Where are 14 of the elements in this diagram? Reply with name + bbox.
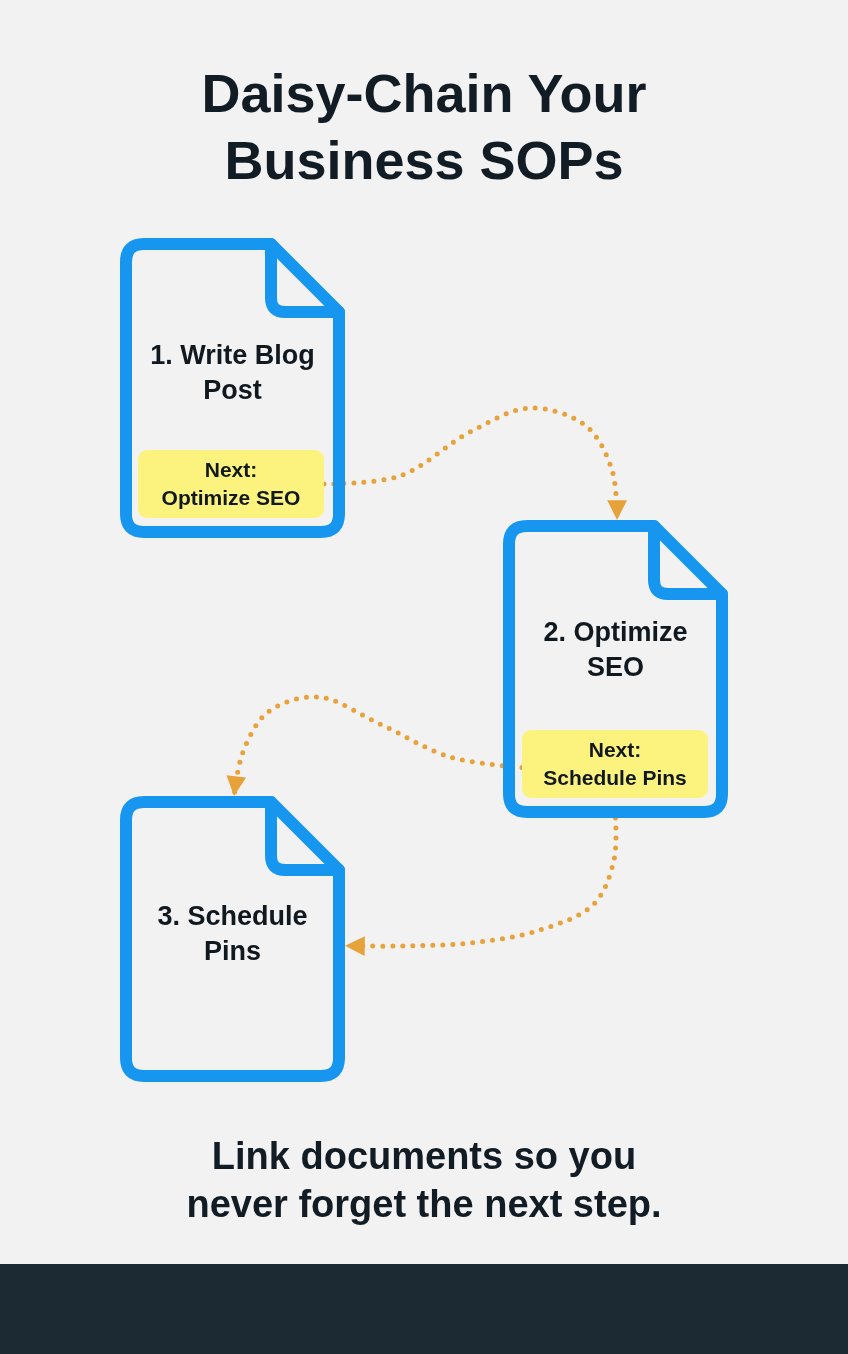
document-shape <box>120 238 345 538</box>
next-label: Next: <box>204 457 258 483</box>
next-step-text: Optimize SEO <box>161 485 301 511</box>
next-step-note <box>522 730 708 798</box>
next-step-text: Schedule Pins <box>543 765 687 791</box>
step-title: 3. Schedule Pins <box>156 900 309 968</box>
document-shape <box>503 520 728 818</box>
document-shape <box>120 796 345 1082</box>
caption: Link documents so you never forget the next step. <box>185 1134 663 1227</box>
step-title: 1. Write Blog Post <box>149 339 316 407</box>
step-title: 2. Optimize SEO <box>542 616 689 684</box>
next-step-note <box>138 450 324 518</box>
title: Daisy-Chain Your Business SOPs <box>200 62 648 192</box>
next-label: Next: <box>588 737 642 763</box>
